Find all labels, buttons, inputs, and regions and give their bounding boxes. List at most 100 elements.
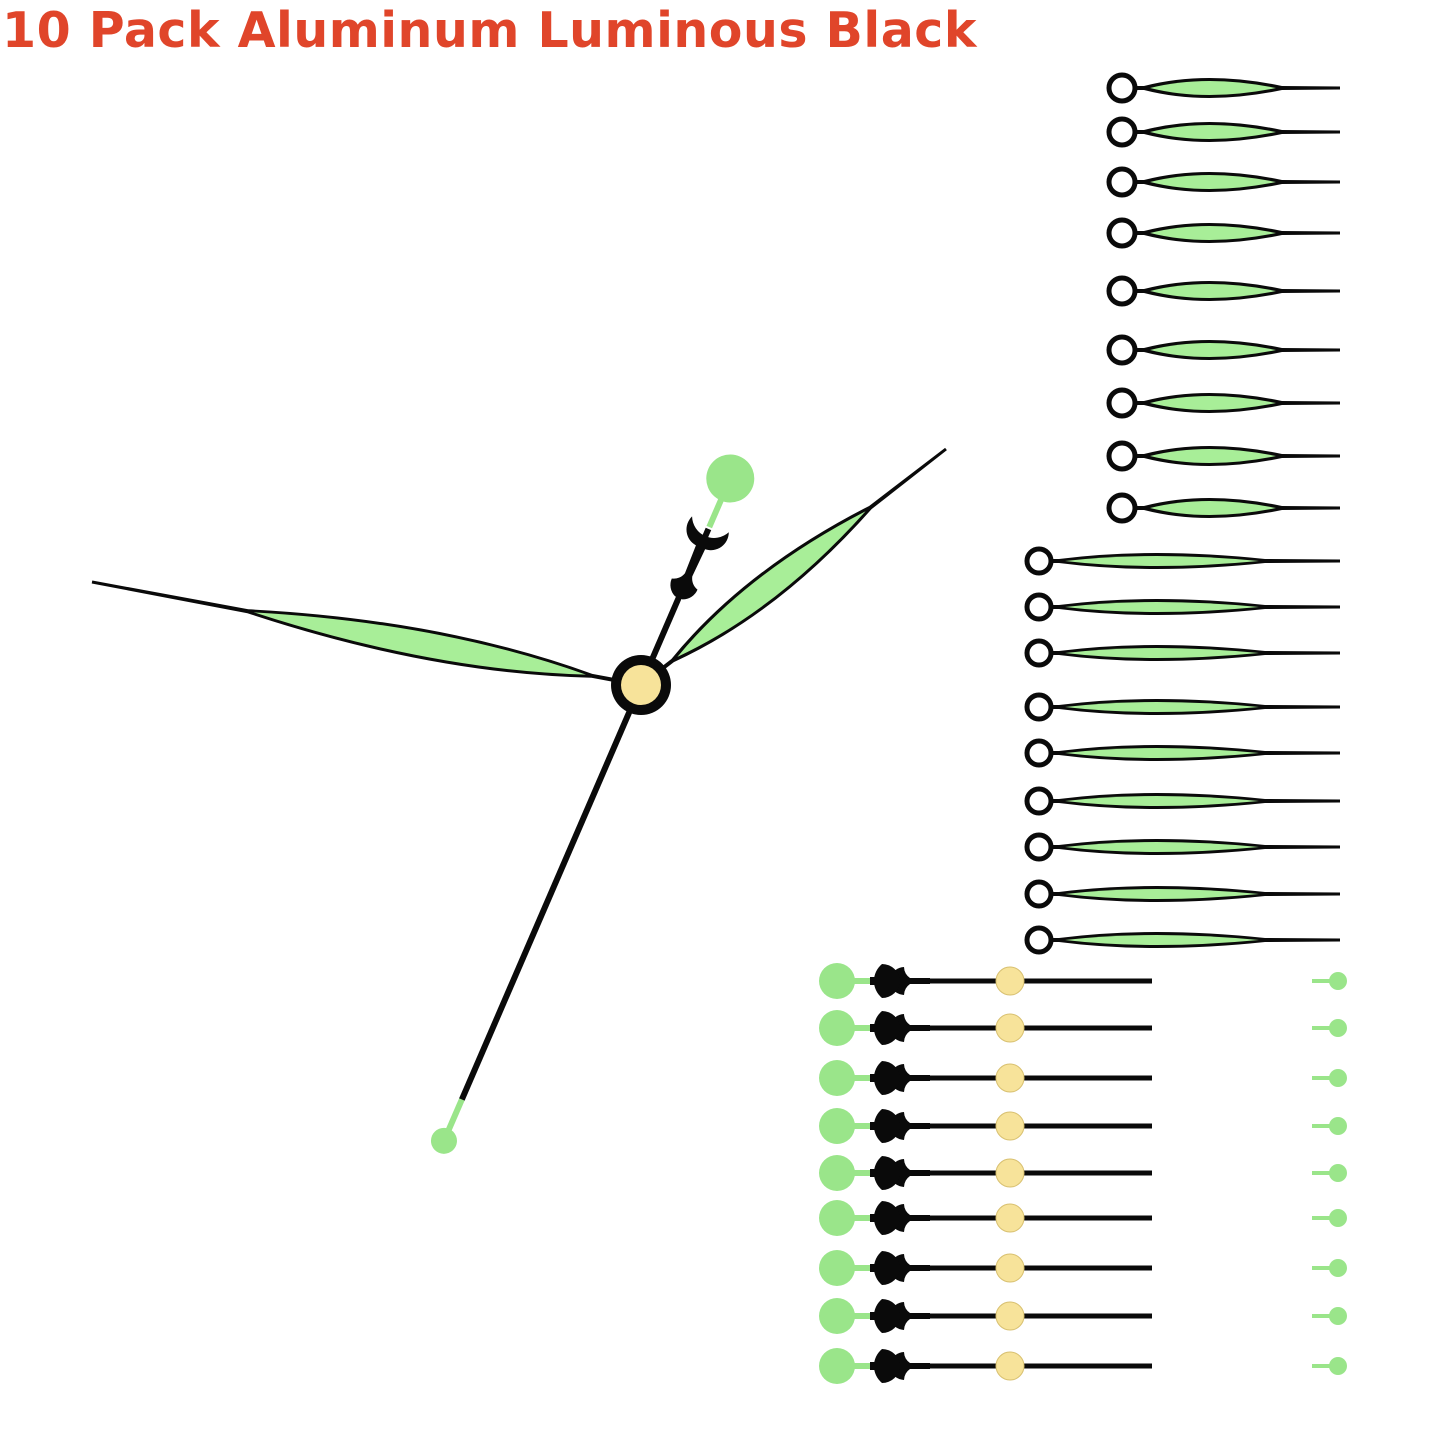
minute-hand [1024,738,1340,768]
lume-stem [850,1025,870,1031]
lume-fill [1065,796,1259,806]
lume-fill [1065,889,1259,899]
center-cap [995,1253,1025,1283]
mounting-ring [1024,546,1054,576]
hour-hand [1106,116,1340,148]
lume-fill [253,612,586,675]
center-cap [995,1301,1025,1331]
lume-fill [1150,396,1276,410]
lume-fill [1150,343,1276,357]
lume-fill [1065,556,1259,566]
hour-hand [1106,387,1340,419]
lume-fill [1065,748,1259,758]
lume-stem [850,1170,870,1176]
mounting-ring [1024,638,1054,668]
second-hand [819,1060,1347,1096]
second-hand [819,1108,1347,1144]
second-hand-shaft [930,1123,1152,1129]
lume-fill [1065,602,1259,612]
second-hand [819,1250,1347,1286]
lume-tip-stem [1312,1266,1334,1270]
center-cap [995,1063,1025,1093]
lume-fill [1065,842,1259,852]
second-hand-shaft [930,1170,1152,1176]
lume-tip-dot [1329,1019,1347,1037]
lume-counterweight-dot [819,1200,855,1236]
lume-counterweight-dot [819,1348,855,1384]
lume-stem [850,1215,870,1221]
hour-hand [1106,492,1340,524]
second-hand [819,1200,1347,1236]
hour-hand [1106,440,1340,472]
mounting-ring [1024,879,1054,909]
counterweight-lobe [873,1109,900,1143]
lume-fill [1150,125,1276,139]
mounting-ring [1024,738,1054,768]
lume-tip-dot [1329,1259,1347,1277]
hour-hand [1106,334,1340,366]
counterweight-lobe [873,1156,900,1190]
mounting-ring [1024,786,1054,816]
minute-hand [1024,592,1340,622]
second-hand-shaft [930,1075,1152,1081]
mounting-ring [1106,387,1138,419]
lume-fill [1150,226,1276,240]
lume-tip-stem [1312,1124,1334,1128]
mounting-ring [1106,492,1138,524]
mounting-ring [1106,275,1138,307]
counterweight-lobe [873,1011,900,1045]
lume-tip-stem [1312,1026,1334,1030]
second-hand-shaft [930,978,1152,984]
center-cap [995,1111,1025,1141]
hour-hand [1106,275,1340,307]
hour-hand [1106,166,1340,198]
lume-stem [850,1123,870,1129]
center-cap [995,1351,1025,1381]
lume-counterweight-dot [819,1155,855,1191]
lume-stem [850,1363,870,1369]
second-hand-shaft [459,683,644,1101]
center-cap [995,966,1025,996]
lume-stem [850,1075,870,1081]
lume-tip-dot [430,1127,457,1154]
lume-fill [1150,449,1276,463]
hour-hand [1106,72,1340,104]
minute-hand [1024,925,1340,955]
assembled-hour-hand [638,447,947,688]
lume-counterweight-dot [819,1298,855,1334]
second-hand-shaft [930,1265,1152,1271]
lume-tip-dot [1329,1069,1347,1087]
counterweight [670,516,729,600]
lume-fill [1150,175,1276,189]
lume-fill [1065,648,1259,658]
mounting-ring [1106,72,1138,104]
lume-tip-stem [443,1098,465,1138]
lume-tip-stem [1312,1364,1334,1368]
center-cap [621,665,661,705]
second-hand [819,1348,1347,1384]
lume-counterweight-dot [706,454,755,503]
mounting-ring [1106,440,1138,472]
mounting-ring [1024,692,1054,722]
lume-stem [850,978,870,984]
counterweight-lobe [873,1201,900,1235]
minute-hand [1024,546,1340,576]
hour-hand [1106,217,1340,249]
lume-fill [1065,935,1259,945]
lume-fill [1150,501,1276,515]
lume-tip-stem [1312,979,1334,983]
center-cap [995,1158,1025,1188]
minute-hand [1024,879,1340,909]
mounting-ring [1106,166,1138,198]
lume-fill [1065,702,1259,712]
mounting-ring [1106,334,1138,366]
lume-counterweight-dot [819,963,855,999]
second-hand-shaft [930,1363,1152,1369]
second-hand [819,963,1347,999]
second-hand [819,1010,1347,1046]
minute-hand [1024,832,1340,862]
mounting-ring [1106,116,1138,148]
lume-stem [850,1313,870,1319]
second-hand-shaft [930,1215,1152,1221]
